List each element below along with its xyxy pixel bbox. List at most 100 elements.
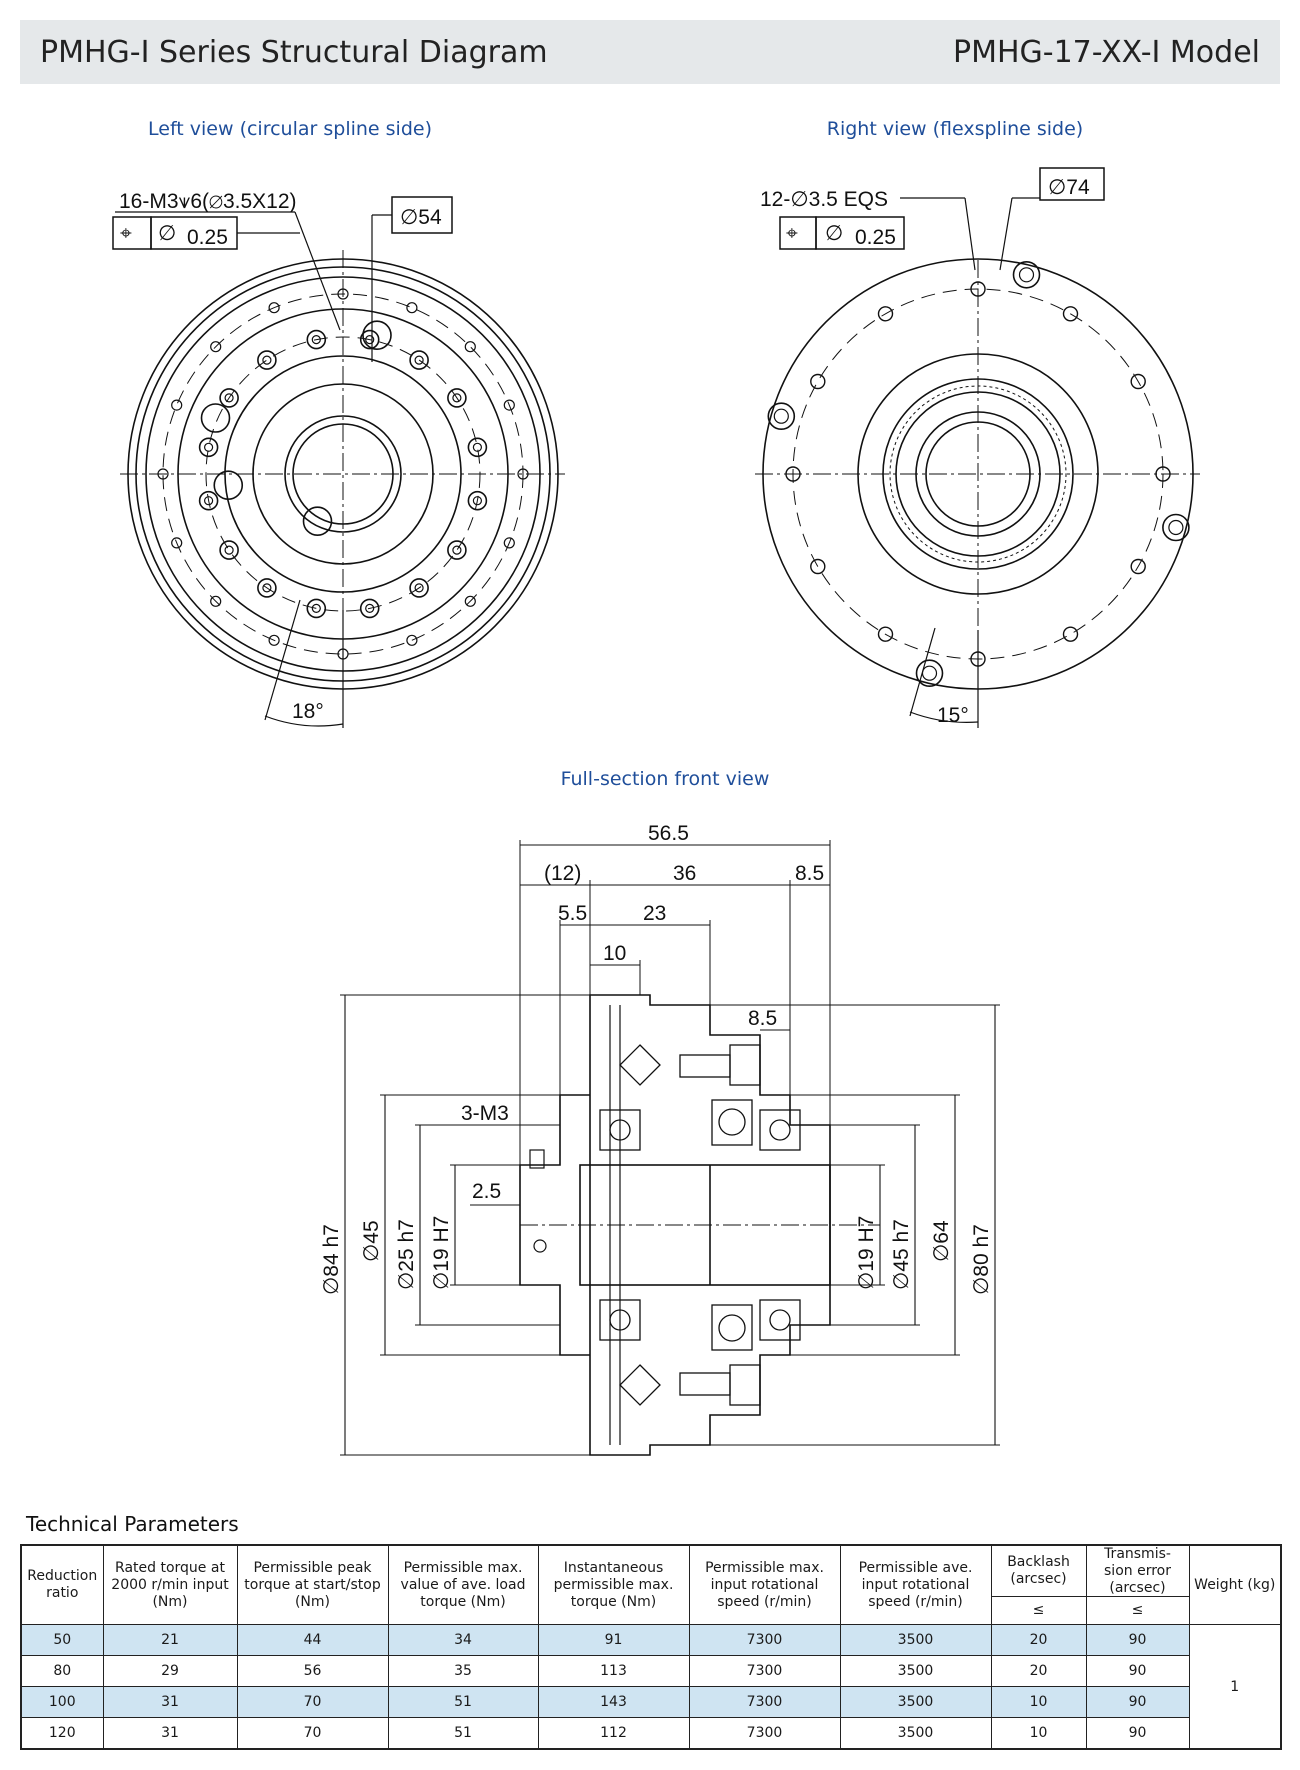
dim-8-5-top: 8.5 <box>795 862 824 885</box>
header-ave-torque: Permissible max. value of ave. load torq… <box>387 1544 539 1626</box>
right-tol-diameter: ∅ <box>825 222 843 245</box>
dim-2-5: 2.5 <box>472 1180 501 1203</box>
plug-hole <box>362 320 392 351</box>
outline-circle <box>284 415 402 533</box>
bolt-hole-inner <box>311 335 321 345</box>
front-view-caption: Full-section front view <box>560 768 770 790</box>
dim-56-5: 56.5 <box>648 822 689 845</box>
bolt-hole-inner <box>414 355 424 365</box>
bolt-hole <box>306 329 327 350</box>
plug-hole <box>915 659 944 688</box>
bolt-hole-inner <box>204 496 214 506</box>
dim-3-m3: 3-M3 <box>461 1102 509 1125</box>
params-table: Reduction ratio Rated torque at 2000 r/m… <box>20 1544 1282 1750</box>
bolt-hole <box>198 437 219 458</box>
plug-hole-inner <box>1018 267 1035 283</box>
dim-64: ∅64 <box>930 1220 953 1262</box>
header-ave-speed: Permissible ave. input rotational speed … <box>839 1544 992 1626</box>
bolt-hole-inner <box>472 496 482 506</box>
bolt-hole-inner <box>452 545 462 555</box>
header-ratio: Reduction ratio <box>20 1544 104 1626</box>
dim-10: 10 <box>603 942 626 965</box>
dim-19-h7-right: ∅19 H7 <box>855 1216 878 1290</box>
header-peak-torque: Permissible peak torque at start/stop (N… <box>236 1544 389 1626</box>
bolt-hole <box>257 578 277 598</box>
outer-hole <box>464 595 476 607</box>
left-angle: 18° <box>292 700 324 723</box>
bolt-hole <box>359 329 380 350</box>
dim-5-5: 5.5 <box>558 902 587 925</box>
plug-hole <box>302 506 333 537</box>
outer-hole <box>406 302 418 314</box>
header-max-speed: Permissible max. input rotational speed … <box>688 1544 841 1626</box>
bolt-hole <box>198 490 219 511</box>
bolt-hole <box>877 306 894 322</box>
bolt-hole <box>877 626 894 642</box>
plug-hole <box>1162 513 1190 542</box>
bolt-hole <box>1062 306 1079 322</box>
model-name: PMHG-17-XX-I Model <box>952 34 1260 70</box>
plug-hole <box>213 470 244 501</box>
bolt-hole <box>409 578 429 598</box>
header-bar: PMHG-I Series Structural Diagram PMHG-17… <box>20 20 1280 84</box>
plug-hole-inner <box>1168 519 1184 536</box>
outer-hole <box>406 634 418 646</box>
bolt-hole-inner <box>224 545 234 555</box>
plug-hole <box>767 402 796 431</box>
bolt-hole <box>447 540 467 560</box>
header-weight: Weight (kg) <box>1188 1544 1282 1626</box>
dim-45: ∅45 <box>360 1220 383 1262</box>
header-inst-torque: Instantaneous permissible max. torque (N… <box>537 1544 690 1626</box>
outer-hole <box>210 595 222 607</box>
dim-45-h7: ∅45 h7 <box>890 1219 913 1290</box>
bolt-hole <box>219 540 239 560</box>
bolt-hole <box>1130 373 1146 390</box>
right-tol-value: 0.25 <box>855 226 896 249</box>
dim-8-5-mid: 8.5 <box>748 1007 777 1030</box>
bolt-hole <box>1130 558 1146 575</box>
outer-hole <box>268 634 280 646</box>
tol-symbol-icon: ⌖ <box>120 222 132 245</box>
bolt-hole-inner <box>262 355 272 365</box>
header-trans-error: Transmis- sion error (arcsec) <box>1085 1544 1190 1598</box>
bolt-hole <box>447 388 467 408</box>
bolt-hole-inner <box>311 603 321 614</box>
weight-value: 1 <box>1188 1624 1282 1750</box>
outer-hole <box>464 341 476 353</box>
bolt-hole <box>359 598 380 619</box>
front-section-drawing: 56.5 (12) 36 8.5 5.5 23 10 8.5 3-M3 2.5 … <box>320 822 1000 1456</box>
header-rated-torque: Rated torque at 2000 r/min input (Nm) <box>102 1544 238 1626</box>
tol-symbol-icon: ⌖ <box>786 222 798 245</box>
dim-84-h7: ∅84 h7 <box>320 1224 343 1295</box>
bolt-hole-inner <box>262 583 272 593</box>
bolt-hole <box>306 598 327 619</box>
right-view-caption: Right view (flexspline side) <box>826 118 1084 140</box>
header-le-trans: ≤ <box>1085 1596 1190 1626</box>
outer-hole <box>503 537 515 549</box>
outer-hole <box>171 537 183 549</box>
dim-19-h7-left: ∅19 H7 <box>430 1216 453 1290</box>
bolt-hole <box>1062 626 1079 642</box>
dim-12: (12) <box>544 862 581 885</box>
left-view-drawing: 16-M3⩛6(∅3.5X12) ⌖ ∅ 0.25 ∅54 18° <box>112 190 565 728</box>
right-hole-callout: 12-∅3.5 EQS <box>760 188 888 211</box>
params-title: Technical Parameters <box>26 1512 239 1536</box>
dim-80-h7: ∅80 h7 <box>970 1224 993 1295</box>
bolt-hole-inner <box>365 335 375 345</box>
left-dia-54: ∅54 <box>400 206 442 229</box>
left-view-caption: Left view (circular spline side) <box>148 118 432 140</box>
bolt-hole-inner <box>224 393 234 403</box>
outer-hole <box>210 341 222 353</box>
dim-25-h7: ∅25 h7 <box>395 1219 418 1290</box>
outer-hole <box>171 399 183 411</box>
right-dia-74: ∅74 <box>1048 176 1090 199</box>
bolt-hole <box>810 558 826 575</box>
page-title: PMHG-I Series Structural Diagram <box>40 34 548 70</box>
dim-23: 23 <box>643 902 666 925</box>
bolt-hole-inner <box>452 393 462 403</box>
plug-hole <box>200 403 231 433</box>
header-le-backlash: ≤ <box>990 1596 1087 1626</box>
